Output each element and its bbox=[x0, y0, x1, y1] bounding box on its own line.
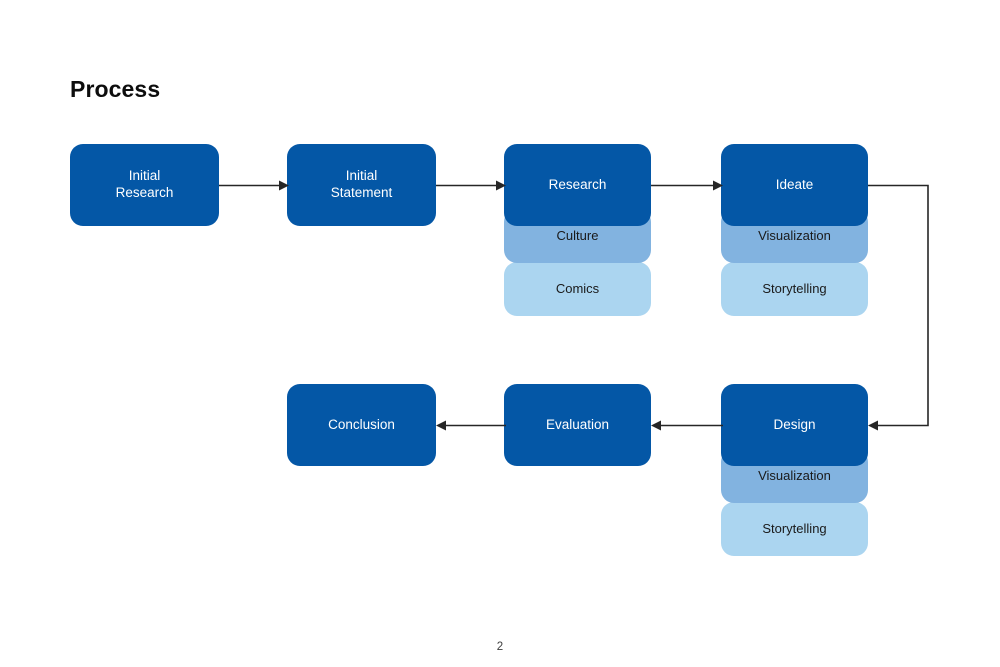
node-design-visualization[interactable]: Visualization bbox=[721, 449, 868, 503]
node-ideate[interactable]: Ideate bbox=[721, 144, 868, 226]
arrow-design-to-evaluation bbox=[651, 420, 723, 431]
stage-conclusion: Conclusion bbox=[287, 384, 436, 466]
page-number: 2 bbox=[496, 641, 504, 653]
node-research-comics[interactable]: Comics bbox=[504, 262, 651, 316]
stage-ideate: Ideate Visualization Storytelling bbox=[721, 144, 868, 327]
arrow-ideate-to-design bbox=[868, 184, 929, 431]
arrow-initial-statement-to-research bbox=[436, 180, 506, 191]
node-design[interactable]: Design bbox=[721, 384, 868, 466]
page-title: Process bbox=[70, 76, 161, 102]
stage-initial-statement: Initial Statement bbox=[287, 144, 436, 226]
node-research[interactable]: Research bbox=[504, 144, 651, 226]
arrow-research-to-ideate bbox=[651, 180, 723, 191]
node-conclusion[interactable]: Conclusion bbox=[287, 384, 436, 466]
node-ideate-storytelling[interactable]: Storytelling bbox=[721, 262, 868, 316]
node-initial-research[interactable]: Initial Research bbox=[70, 144, 219, 226]
stage-design: Design Visualization Storytelling bbox=[721, 384, 868, 567]
arrow-initial-research-to-initial-statement bbox=[219, 180, 289, 191]
node-design-storytelling[interactable]: Storytelling bbox=[721, 502, 868, 556]
node-initial-statement[interactable]: Initial Statement bbox=[287, 144, 436, 226]
arrow-evaluation-to-conclusion bbox=[436, 420, 506, 431]
node-evaluation[interactable]: Evaluation bbox=[504, 384, 651, 466]
stage-initial-research: Initial Research bbox=[70, 144, 219, 226]
stage-research: Research Culture Comics bbox=[504, 144, 651, 327]
stage-evaluation: Evaluation bbox=[504, 384, 651, 466]
